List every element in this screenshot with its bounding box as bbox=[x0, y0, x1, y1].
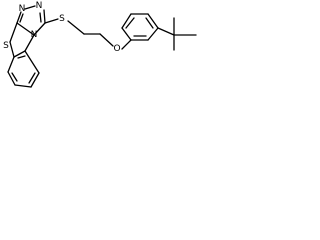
thiazole-ring bbox=[9, 22, 35, 58]
atom-n-1: N bbox=[19, 4, 26, 14]
thioether-chain bbox=[44, 18, 114, 47]
para-phenyl-ring bbox=[121, 13, 159, 50]
atom-s-thiazole: S bbox=[3, 41, 9, 51]
atom-o-ether: O bbox=[113, 44, 120, 54]
atom-labels: N N N S S O bbox=[3, 1, 120, 54]
tert-butyl-group bbox=[157, 17, 197, 51]
atom-n-ring: N bbox=[31, 30, 38, 40]
atom-n-2: N bbox=[36, 1, 43, 11]
atom-s-thioether: S bbox=[59, 14, 65, 24]
molecule-structure: N N N S S O bbox=[3, 1, 197, 88]
triazole-ring bbox=[16, 5, 46, 36]
fused-benzene-ring bbox=[7, 50, 40, 88]
